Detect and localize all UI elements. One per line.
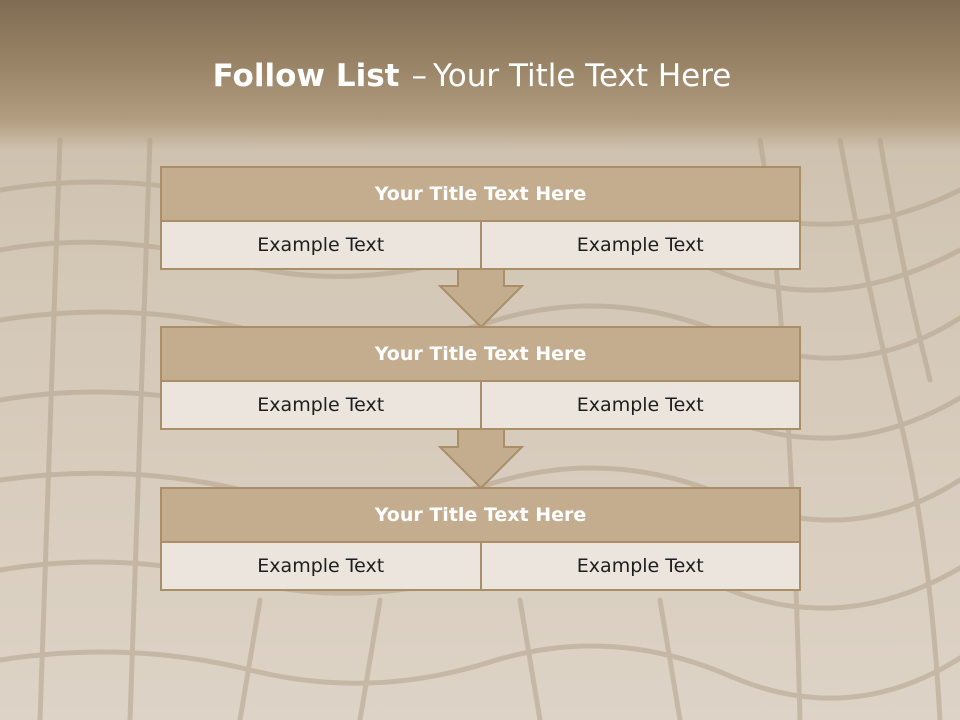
list-block: Your Title Text Here Example Text Exampl… <box>160 326 801 430</box>
block-row: Example Text Example Text <box>160 541 801 591</box>
block-cell-right: Example Text <box>479 380 801 430</box>
block-title: Your Title Text Here <box>160 166 801 222</box>
list-block: Your Title Text Here Example Text Exampl… <box>160 487 801 591</box>
block-cell-right: Example Text <box>479 541 801 591</box>
down-arrow-icon <box>438 268 524 328</box>
block-cell-left: Example Text <box>160 541 482 591</box>
block-cell-left: Example Text <box>160 220 482 270</box>
down-arrow-icon <box>438 429 524 489</box>
header-band <box>0 0 960 150</box>
list-block: Your Title Text Here Example Text Exampl… <box>160 166 801 270</box>
block-title: Your Title Text Here <box>160 487 801 543</box>
title-separator: – <box>411 58 427 94</box>
block-row: Example Text Example Text <box>160 220 801 270</box>
block-row: Example Text Example Text <box>160 380 801 430</box>
slide-title: Follow List–Your Title Text Here <box>0 54 944 98</box>
title-bold-part: Follow List <box>212 58 400 94</box>
block-title: Your Title Text Here <box>160 326 801 382</box>
block-cell-right: Example Text <box>479 220 801 270</box>
block-cell-left: Example Text <box>160 380 482 430</box>
title-rest: Your Title Text Here <box>432 58 732 94</box>
